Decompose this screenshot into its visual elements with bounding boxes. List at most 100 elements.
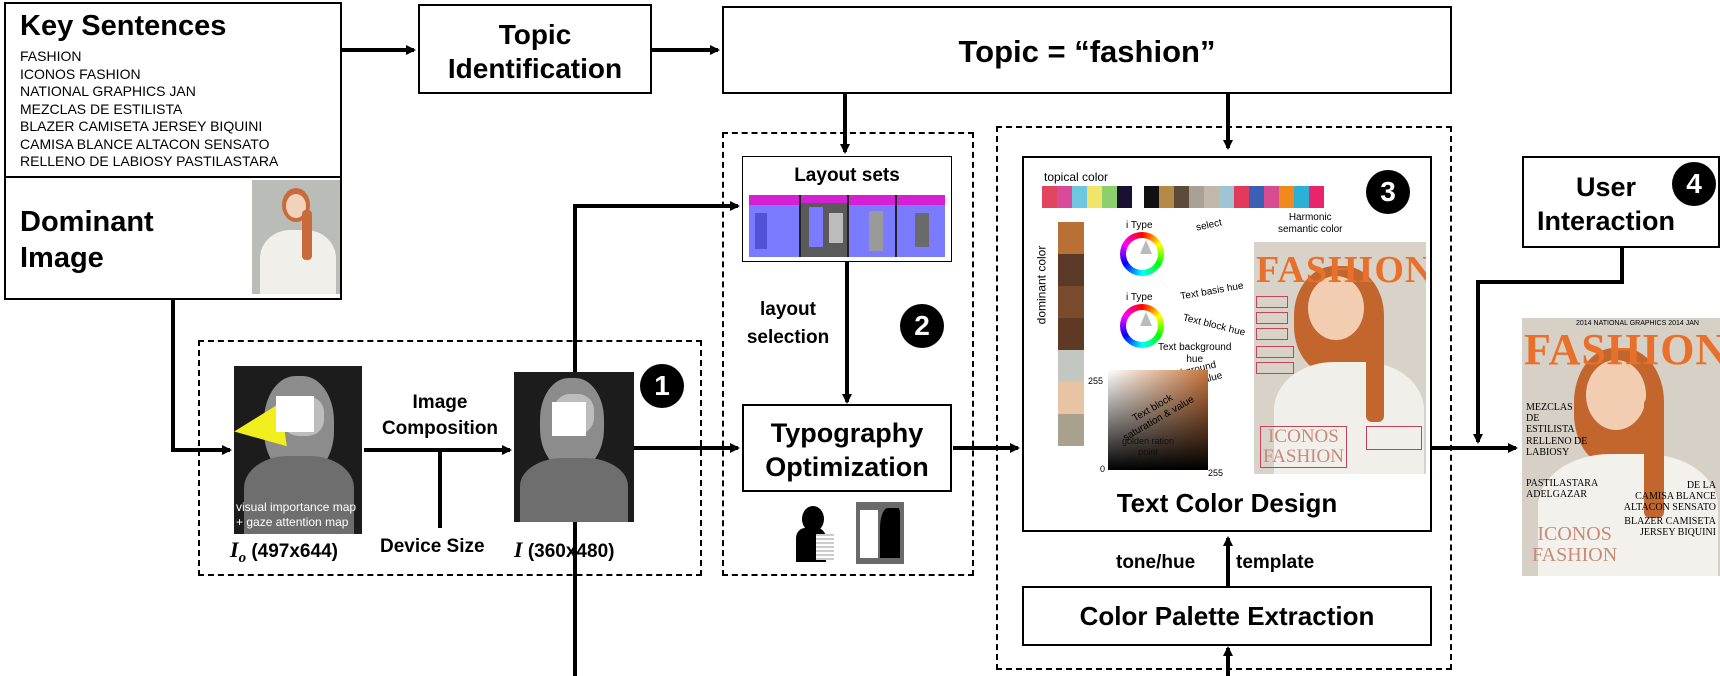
topical-swatch xyxy=(1087,186,1102,208)
importance-map-caption: visual importance map + gaze attention m… xyxy=(236,500,356,530)
image-composition-line1: Image xyxy=(412,392,468,413)
silhouette-thumb-2 xyxy=(856,502,904,564)
harmonic-swatch xyxy=(1249,186,1264,208)
silhouette-thumb-1 xyxy=(794,504,836,562)
layout-sets-title: Layout sets xyxy=(794,165,900,186)
topic-result-text: Topic = “fashion” xyxy=(958,34,1216,69)
importance-caption-line1: visual importance map xyxy=(236,500,357,514)
harmonic-swatch xyxy=(1279,186,1294,208)
text-color-design-title: Text Color Design xyxy=(1116,488,1338,518)
harmonic-color-swatches xyxy=(1144,186,1324,208)
layout-thumbnails xyxy=(749,195,945,257)
image-composition-line2: Composition xyxy=(381,418,499,439)
input-symbol: I xyxy=(230,537,239,562)
cover-right-block-2: BLAZER CAMISETA JERSEY BIQUINI xyxy=(1624,516,1716,538)
harmonic-label: Harmonic semantic color xyxy=(1278,212,1342,236)
harmonic-swatch xyxy=(1294,186,1309,208)
cover-right2-line1: BLAZER CAMISETA xyxy=(1624,516,1716,527)
dominant-image-thumbnail xyxy=(252,180,340,294)
dominant-swatch xyxy=(1058,350,1084,382)
cover-left1-line2: DE xyxy=(1526,413,1540,424)
topic-result-box: Topic = “fashion” xyxy=(722,6,1452,94)
text-color-design-box: 3 topical color dominant color i Type xyxy=(1022,156,1432,532)
axis-0-label: 0 xyxy=(1100,464,1106,474)
stage1-badge: 1 xyxy=(640,364,684,408)
text-bg-hue-line1: Text background xyxy=(1158,342,1232,353)
layout-selection-line2: selection xyxy=(746,327,830,348)
stage2-region xyxy=(722,132,974,576)
cover-right1-line3: ALTACON SENSATO xyxy=(1623,502,1716,513)
text-basis-hue-label: Text basis hue xyxy=(1179,280,1245,303)
dominant-swatch xyxy=(1058,254,1084,286)
typography-line2: Optimization xyxy=(765,452,929,482)
axis-255-x-label: 255 xyxy=(1208,468,1224,478)
harmonic-swatch xyxy=(1144,186,1159,208)
arrow-user-to-cover xyxy=(1473,248,1624,444)
output-size: (360x480) xyxy=(522,541,615,562)
output-image-label: I (360x480) xyxy=(514,537,614,563)
cover-right1-line2: CAMISA BLANCE xyxy=(1635,491,1716,502)
dominant-color-swatches xyxy=(1058,222,1084,446)
cover-bottom-line2: FASHION xyxy=(1532,544,1618,566)
dominant-color-label: dominant color xyxy=(1034,245,1049,325)
harmonic-swatch xyxy=(1309,186,1324,208)
cover-left3-line2: ADELGAZAR xyxy=(1526,489,1588,500)
cover-right1-line1: DE LA xyxy=(1686,480,1716,491)
topic-identification-line2: Identification xyxy=(447,53,623,84)
layout-selection-label: layout selection xyxy=(728,296,848,352)
dominant-image-title: Dominant Image xyxy=(20,204,154,276)
harmonic-swatch xyxy=(1204,186,1219,208)
harmonic-swatch xyxy=(1159,186,1174,208)
cover-bottom-line1: ICONOS xyxy=(1537,523,1612,545)
template-label: template xyxy=(1236,552,1315,573)
key-sentence: MEZCLAS DE ESTILISTA xyxy=(20,100,183,117)
text-block-hue-label: Text block hue xyxy=(1181,312,1247,339)
text-bg-hue-line2: hue xyxy=(1186,354,1204,365)
golden-ratio-label: golden ration point xyxy=(1122,436,1174,458)
cover-left3-line1: PASTILASTARA xyxy=(1526,478,1599,489)
stage3-badge: 3 xyxy=(1366,170,1410,214)
sv-gradient xyxy=(1108,370,1208,470)
cover-bottom-text: ICONOS FASHION xyxy=(1532,524,1617,566)
topical-swatch xyxy=(1102,186,1117,208)
key-sentence: FASHION xyxy=(20,48,82,64)
preview-masthead: FASHION xyxy=(1256,249,1426,291)
final-cover-image: 2014 NATIONAL GRAPHICS 2014 JAN FASHION … xyxy=(1522,318,1720,576)
dominant-image-title-line2: Image xyxy=(20,242,104,274)
key-sentence: ICONOS FASHION xyxy=(20,65,141,82)
input-subscript: o xyxy=(238,549,247,566)
topical-swatch xyxy=(1072,186,1087,208)
stage4-badge: 4 xyxy=(1672,162,1716,206)
stage1-region xyxy=(198,340,702,576)
dominant-image-box: Dominant Image xyxy=(4,176,342,300)
cover-left2-line1: RELLENO DE xyxy=(1526,436,1588,447)
harmonic-swatch xyxy=(1219,186,1234,208)
harmonic-swatch xyxy=(1189,186,1204,208)
cover-left1-line1: MEZCLAS xyxy=(1526,402,1573,413)
topical-swatch xyxy=(1057,186,1072,208)
dominant-swatch xyxy=(1058,286,1084,318)
key-sentence: NATIONAL GRAPHICS JAN xyxy=(20,83,196,99)
color-palette-extraction-box: Color Palette Extraction xyxy=(1022,586,1432,646)
select-label: select xyxy=(1195,217,1223,234)
output-symbol: I xyxy=(514,537,523,562)
dominant-swatch xyxy=(1058,222,1084,254)
dominant-swatch xyxy=(1058,382,1084,414)
importance-map-image: visual importance map + gaze attention m… xyxy=(234,366,362,534)
cover-masthead: FASHION xyxy=(1524,325,1720,374)
color-palette-extraction-text: Color Palette Extraction xyxy=(1079,601,1375,631)
topical-swatch xyxy=(1117,186,1132,208)
user-interaction-line2: Interaction xyxy=(1536,206,1676,236)
topical-swatch xyxy=(1042,186,1057,208)
composed-image xyxy=(514,372,634,522)
dominant-image-title-line1: Dominant xyxy=(20,206,154,238)
dominant-swatch xyxy=(1058,414,1084,446)
device-size-label: Device Size xyxy=(380,536,485,557)
dominant-swatch xyxy=(1058,318,1084,350)
harmonic-line1: Harmonic xyxy=(1288,212,1332,223)
topical-color-label: topical color xyxy=(1044,170,1109,184)
image-composition-label: Image Composition xyxy=(366,390,514,442)
user-interaction-line1: User xyxy=(1575,172,1637,202)
input-size: (497x644) xyxy=(246,541,338,562)
harmonic-swatch xyxy=(1234,186,1249,208)
